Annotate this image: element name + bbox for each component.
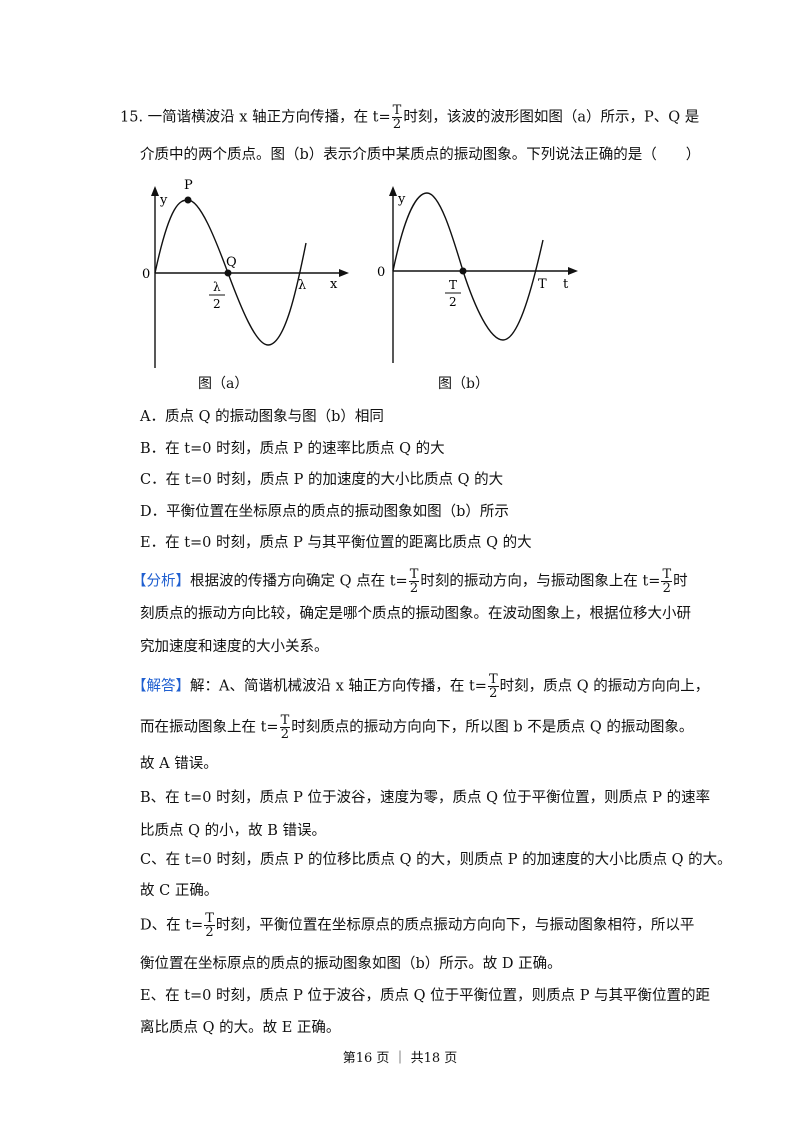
y-axis-label-b: y bbox=[397, 192, 406, 207]
option-a: A．质点 Q 的振动图象与图（b）相同 bbox=[140, 409, 384, 425]
point-p-marker bbox=[184, 196, 192, 204]
figure-a-wave-graph: y 0 P Q x λ λ 2 bbox=[140, 178, 355, 377]
question-number: 15. bbox=[120, 109, 144, 126]
option-c: C．在 t=0 时刻，质点 P 的加速度的大小比质点 Q 的大 bbox=[140, 472, 504, 488]
answer-line-10: E、在 t=0 时刻，质点 P 位于波谷，质点 Q 位于平衡位置，则质点 P 与… bbox=[140, 988, 711, 1004]
analysis-tag: 【分析】 bbox=[132, 573, 190, 590]
t-axis-label: t bbox=[563, 277, 569, 292]
answer-line-5: 比质点 Q 的小，故 B 错误。 bbox=[140, 823, 326, 839]
option-d: D．平衡位置在坐标原点的质点的振动图象如图（b）所示 bbox=[140, 504, 509, 520]
half-lambda-den: 2 bbox=[213, 297, 221, 311]
half-lambda-num: λ bbox=[213, 280, 221, 294]
answer-line-7: 故 C 正确。 bbox=[140, 883, 219, 899]
analysis-line-3: 究加速度和速度的大小关系。 bbox=[140, 639, 329, 655]
option-b: B．在 t=0 时刻，质点 P 的速率比质点 Q 的大 bbox=[140, 441, 445, 457]
point-p-label: P bbox=[184, 178, 193, 193]
answer-line-6: C、在 t=0 时刻，质点 P 的位移比质点 Q 的大，则质点 P 的加速度的大… bbox=[140, 852, 732, 868]
period-label: T bbox=[538, 277, 547, 292]
point-q-label: Q bbox=[226, 255, 237, 270]
origin-label: 0 bbox=[142, 267, 150, 282]
figure-a-caption: 图（a） bbox=[198, 376, 249, 392]
answer-tag: 【解答】 bbox=[132, 678, 190, 695]
point-q-marker bbox=[224, 269, 232, 277]
answer-line-4: B、在 t=0 时刻，质点 P 位于波谷，速度为零，质点 Q 位于平衡位置，则质… bbox=[140, 790, 711, 806]
y-axis-label: y bbox=[159, 193, 168, 208]
lambda-label: λ bbox=[298, 278, 306, 293]
figure-b-caption: 图（b） bbox=[438, 376, 489, 392]
origin-label-b: 0 bbox=[377, 265, 385, 280]
answer-line-9: 衡位置在坐标原点的质点的振动图象如图（b）所示。故 D 正确。 bbox=[140, 956, 562, 972]
analysis-line-2: 刻质点的振动方向比较，确定是哪个质点的振动图象。在波动图象上，根据位移大小研 bbox=[140, 606, 691, 622]
option-e: E．在 t=0 时刻，质点 P 与其平衡位置的距离比质点 Q 的大 bbox=[140, 535, 532, 551]
question-line-2: 介质中的两个质点。图（b）表示介质中某质点的振动图象。下列说法正确的是（ ） bbox=[140, 147, 701, 163]
half-period-num: T bbox=[449, 278, 457, 292]
page-footer: 第16 页 ｜ 共18 页 bbox=[342, 1051, 458, 1066]
answer-line-11: 离比质点 Q 的大。故 E 正确。 bbox=[140, 1020, 341, 1036]
x-axis-label: x bbox=[330, 277, 338, 292]
answer-line-3: 故 A 错误。 bbox=[140, 756, 218, 772]
half-period-marker bbox=[459, 267, 467, 275]
half-period-den: 2 bbox=[449, 295, 457, 309]
figure-b-vibration-graph: y 0 T 2 T t bbox=[375, 183, 585, 372]
